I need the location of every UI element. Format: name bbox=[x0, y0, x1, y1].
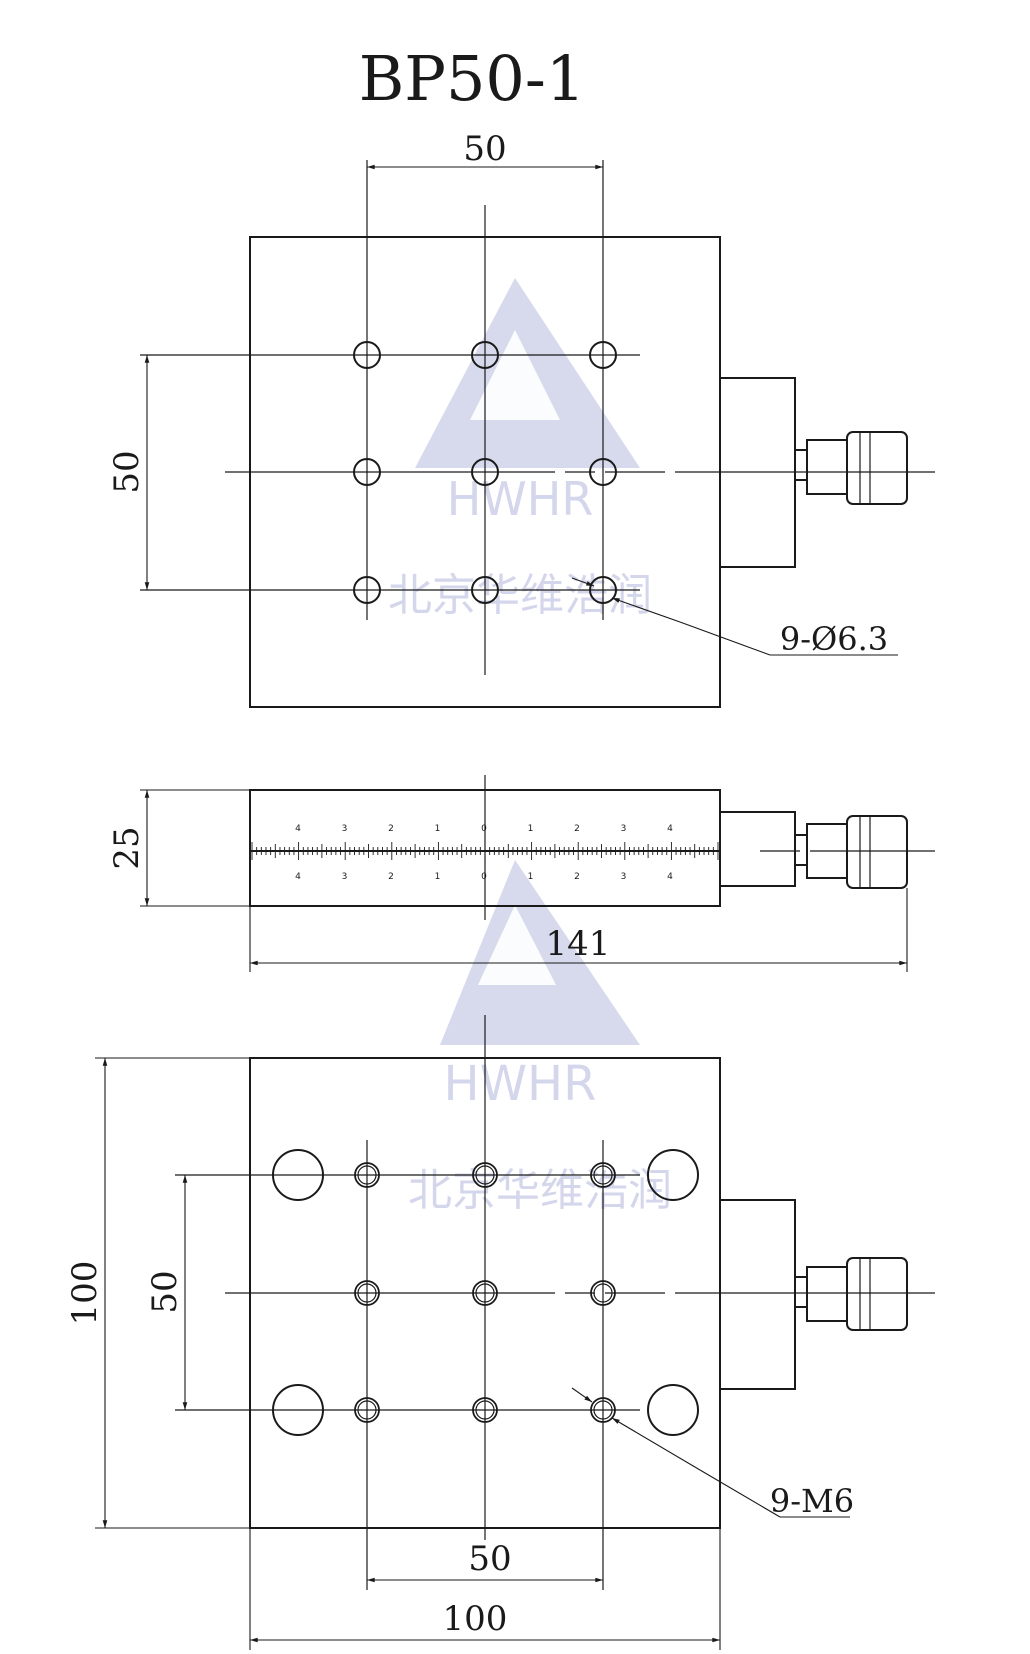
threaded-hole bbox=[354, 1280, 380, 1306]
scale-label: 2 bbox=[388, 872, 394, 882]
scale-label: 2 bbox=[574, 872, 580, 882]
threaded-hole bbox=[357, 1400, 377, 1420]
top-view-micrometer bbox=[794, 431, 908, 505]
threaded-hole bbox=[472, 1162, 498, 1188]
hole bbox=[353, 458, 381, 486]
scale-label: 4 bbox=[295, 824, 301, 834]
top-holes bbox=[353, 341, 617, 604]
scale-label: 1 bbox=[528, 824, 534, 834]
threaded-hole bbox=[590, 1280, 616, 1306]
watermark-company-text-2: 北京华维浩润 bbox=[408, 1165, 672, 1216]
watermark-logo-text: HWHR bbox=[447, 472, 594, 526]
threaded-hole bbox=[472, 1280, 498, 1306]
watermark-bottom: HWHR 北京华维浩润 bbox=[408, 860, 672, 1216]
mounting-hole bbox=[272, 1384, 324, 1436]
scale-label: 0 bbox=[481, 824, 487, 834]
top-hole-callout: 9-Ø6.3 bbox=[780, 620, 888, 658]
top-view: 50 50 9-Ø6.3 bbox=[107, 129, 935, 708]
scale-label: 1 bbox=[435, 872, 441, 882]
top-dim-width-label: 50 bbox=[463, 129, 506, 169]
side-scale-ticks bbox=[251, 842, 719, 860]
threaded-hole bbox=[357, 1165, 377, 1185]
threaded-hole bbox=[354, 1162, 380, 1188]
bottom-dim-width-label: 100 bbox=[443, 1599, 508, 1639]
scale-label: 4 bbox=[667, 872, 673, 882]
hole bbox=[471, 341, 499, 369]
threaded-hole bbox=[590, 1162, 616, 1188]
side-dim-length-label: 141 bbox=[546, 924, 611, 964]
watermark-top: HWHR 北京华维浩润 bbox=[388, 278, 652, 621]
scale-label: 3 bbox=[621, 872, 627, 882]
mounting-hole bbox=[647, 1384, 699, 1436]
threaded-hole bbox=[593, 1165, 613, 1185]
mounting-hole bbox=[272, 1149, 324, 1201]
side-view: 4 3 2 1 0 1 2 3 4 4 3 2 1 0 1 2 3 4 25 141 bbox=[107, 775, 935, 972]
scale-label: 2 bbox=[574, 824, 580, 834]
drawing-title: BP50-1 bbox=[359, 42, 586, 115]
watermark-logo-text-2: HWHR bbox=[444, 1056, 597, 1112]
bottom-dim-inner-height-label: 50 bbox=[145, 1270, 185, 1313]
bottom-hole-callout: 9-M6 bbox=[770, 1482, 854, 1520]
scale-label: 1 bbox=[528, 872, 534, 882]
scale-label: 2 bbox=[388, 824, 394, 834]
top-dim-height-label: 50 bbox=[107, 450, 147, 493]
hole bbox=[353, 576, 381, 604]
threaded-hole bbox=[475, 1165, 495, 1185]
bottom-threaded-holes bbox=[354, 1162, 616, 1423]
bottom-dim-inner-width-label: 50 bbox=[468, 1539, 511, 1579]
hole bbox=[589, 576, 617, 604]
side-scale-labels-top: 4 3 2 1 0 1 2 3 4 bbox=[295, 824, 673, 834]
threaded-hole bbox=[593, 1400, 613, 1420]
threaded-hole bbox=[475, 1283, 495, 1303]
bottom-view-micrometer bbox=[794, 1257, 908, 1331]
hole bbox=[471, 458, 499, 486]
bottom-dim-height-label: 100 bbox=[65, 1261, 105, 1326]
hole bbox=[353, 341, 381, 369]
scale-label: 4 bbox=[295, 872, 301, 882]
side-dim-height-label: 25 bbox=[107, 826, 147, 869]
threaded-hole bbox=[472, 1397, 498, 1423]
threaded-hole bbox=[590, 1397, 616, 1423]
side-view-housing bbox=[719, 811, 796, 887]
threaded-hole bbox=[593, 1283, 613, 1303]
mounting-hole bbox=[647, 1149, 699, 1201]
threaded-hole bbox=[357, 1283, 377, 1303]
threaded-hole bbox=[475, 1400, 495, 1420]
scale-label: 1 bbox=[435, 824, 441, 834]
side-scale-labels-bottom: 4 3 2 1 0 1 2 3 4 bbox=[295, 872, 673, 882]
scale-label: 3 bbox=[342, 872, 348, 882]
scale-label: 4 bbox=[667, 824, 673, 834]
threaded-hole bbox=[354, 1397, 380, 1423]
scale-label: 3 bbox=[342, 824, 348, 834]
hole bbox=[589, 341, 617, 369]
hole bbox=[471, 576, 499, 604]
scale-label: 3 bbox=[621, 824, 627, 834]
watermark-company-text: 北京华维浩润 bbox=[388, 570, 652, 621]
bottom-view-micrometer-housing bbox=[719, 1199, 796, 1390]
scale-label: 0 bbox=[481, 872, 487, 882]
bottom-view: 100 50 50 100 9-M6 bbox=[65, 1015, 935, 1650]
side-view-micrometer bbox=[794, 815, 908, 889]
hole bbox=[589, 458, 617, 486]
bottom-mounting-holes bbox=[272, 1149, 699, 1436]
